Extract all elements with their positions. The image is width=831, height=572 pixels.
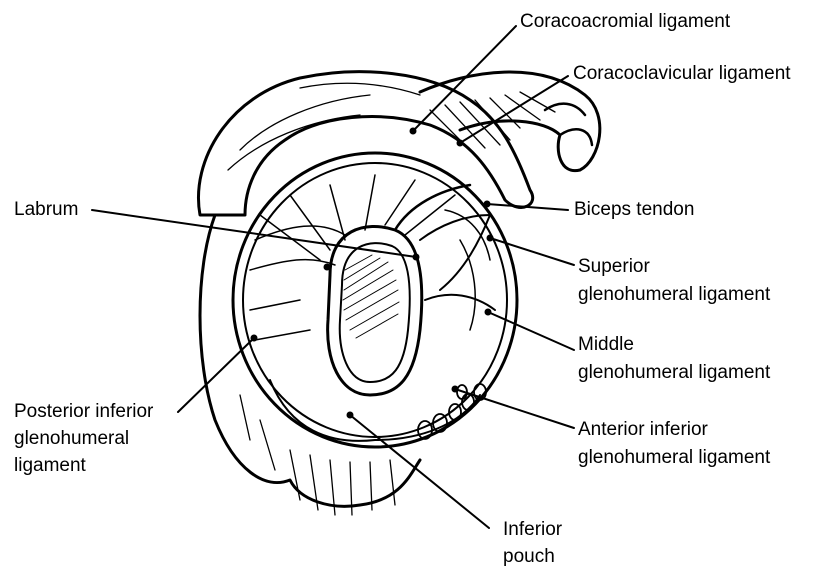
label-anterior-inferior-glenohumeral-ligament: Anterior inferior glenohumeral ligament (578, 418, 770, 470)
label-superior-glenohumeral-ligament: Superior glenohumeral ligament (578, 255, 770, 307)
biceps-tendon-shape (395, 185, 470, 230)
label-biceps-tendon: Biceps tendon (574, 198, 694, 222)
humeral-outline (200, 215, 420, 506)
label-coracoacromial-ligament: Coracoacromial ligament (520, 10, 730, 34)
label-middle-glenohumeral-ligament: Middle glenohumeral ligament (578, 333, 770, 385)
lower-muscle-fibres (240, 395, 395, 515)
superior-ligament-shape (420, 215, 490, 290)
ligament-striations (228, 83, 555, 170)
middle-ligament-shape (425, 295, 495, 310)
label-coracoclavicular-ligament: Coracoclavicular ligament (573, 62, 791, 86)
acromion-process (198, 72, 532, 215)
label-labrum: Labrum (14, 198, 78, 222)
label-inferior-pouch: Inferior pouch (503, 518, 562, 569)
label-posterior-inferior-glenohumeral-ligament: Posterior inferior glenohumeral ligament (14, 400, 153, 478)
glenoid-fossa (340, 243, 410, 382)
glenoid-hatching (343, 255, 399, 338)
